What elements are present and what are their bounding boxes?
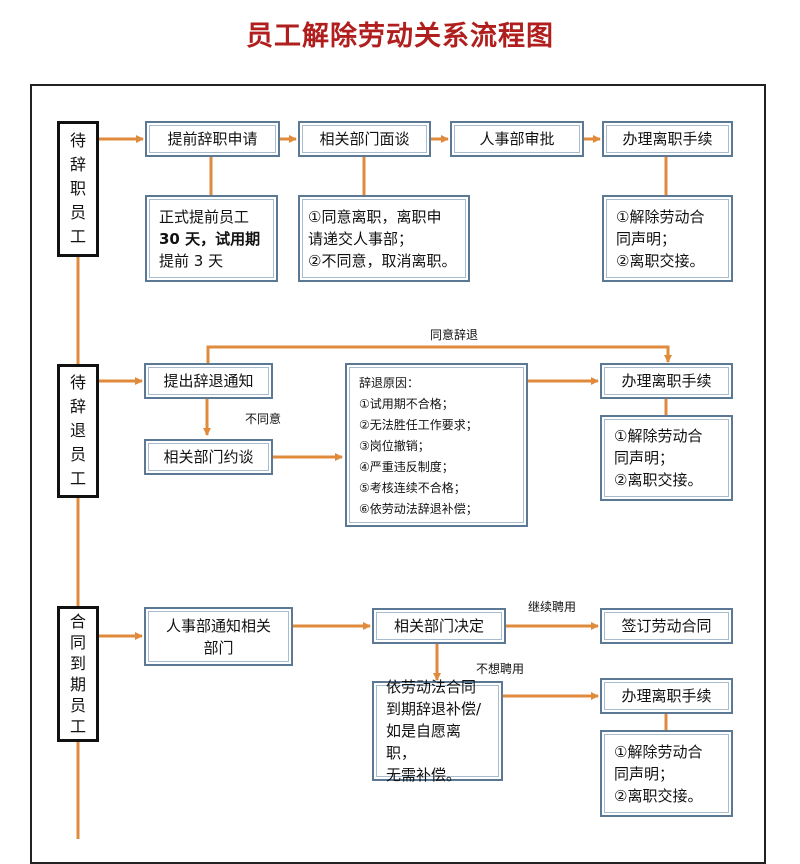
step-hr-approval: 人事部审批 (450, 121, 584, 157)
step-renew-contract: 签订劳动合同 (600, 608, 733, 644)
connector-lines (76, 135, 672, 839)
step-dismiss-notice: 提出辞退通知 (144, 363, 273, 399)
compensation-note: 依劳动法合同 到期辞退补偿/ 如是自愿离职， 无需补偿。 (372, 678, 503, 784)
step-leave-procedure-2: 办理离职手续 (600, 363, 733, 399)
category-resign: 待 辞 职 员 工 (57, 121, 99, 257)
dismiss-reasons: 辞退原因： ①试用期不合格； ②无法胜任工作要求； ③岗位撤销； ④严重违反制度… (345, 363, 528, 527)
note-interview-result: ①同意离职，离职申 请递交人事部； ②不同意，取消离职。 (298, 195, 470, 282)
arrow-s2-agree (206, 345, 672, 364)
step-resign-request: 提前辞职申请 (145, 121, 280, 157)
step-leave-procedure-3: 办理离职手续 (600, 678, 733, 714)
label-agree-dismiss: 同意辞退 (430, 328, 479, 342)
note-procedure-2: ①解除劳动合 同声明； ②离职交接。 (600, 415, 733, 501)
step-dept-decide: 相关部门决定 (372, 608, 506, 644)
label-continue-hire: 继续聘用 (528, 600, 577, 614)
category-contract-expire: 合 同 到 期 员 工 (57, 606, 99, 742)
step-leave-procedure: 办理离职手续 (602, 121, 733, 157)
label-disagree: 不同意 (245, 412, 282, 426)
note-procedure-1: ①解除劳动合 同声明； ②离职交接。 (602, 195, 733, 282)
step-dept-talk: 相关部门约谈 (144, 439, 273, 475)
category-dismiss: 待 辞 退 员 工 (57, 364, 99, 498)
step-hr-notify: 人事部通知相关 部门 (144, 607, 293, 666)
label-not-continue: 不想聘用 (476, 662, 525, 676)
page-title: 员工解除劳动关系流程图 (246, 21, 554, 52)
note-notice-period: 正式提前员工 30 天，试用期 提前 3 天 (145, 195, 278, 282)
step-interview: 相关部门面谈 (298, 121, 431, 157)
note-procedure-3: ①解除劳动合 同声明； ②离职交接。 (600, 730, 733, 817)
